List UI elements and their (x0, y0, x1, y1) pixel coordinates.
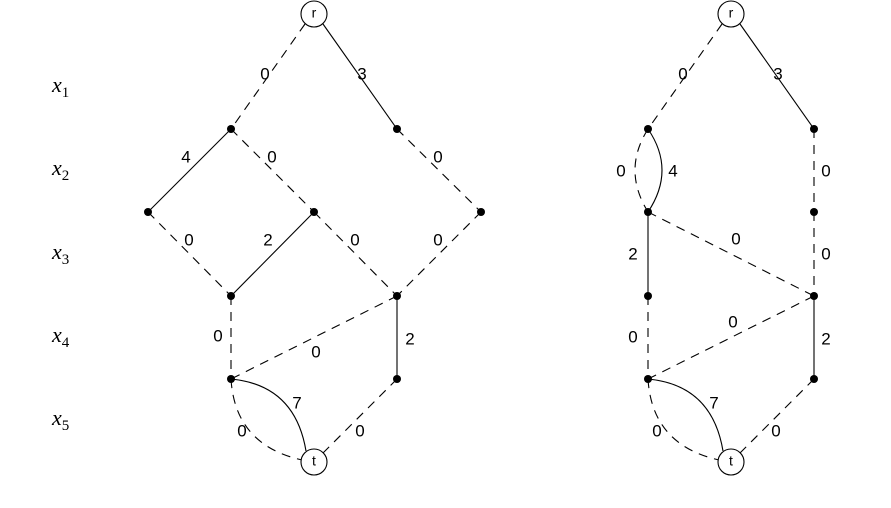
edge-weight: 0 (433, 230, 442, 249)
edge-weight: 3 (357, 64, 366, 83)
edge-weight: 7 (292, 393, 301, 412)
terminal-label: t (312, 453, 316, 469)
edge-weight: 4 (181, 147, 190, 166)
edge-weight: 0 (728, 312, 737, 331)
edge-dashed (396, 128, 482, 213)
edge-weight: 2 (821, 329, 830, 348)
node (644, 208, 652, 216)
node (644, 375, 652, 383)
edge-dashed-curve (230, 378, 303, 461)
edge-weight: 0 (678, 64, 687, 83)
terminal-node (300, 448, 328, 476)
edge-dashed-curve (634, 128, 649, 213)
node (644, 125, 652, 133)
node (644, 292, 652, 300)
var-label-x4: x4 (51, 322, 70, 351)
root-label: r (729, 5, 734, 21)
left-diagram: 0 3 4 0 0 0 2 0 0 0 0 2 7 0 0 r t (144, 0, 485, 476)
edge-weight: 0 (616, 161, 625, 180)
node (393, 375, 401, 383)
edge-solid (147, 128, 232, 213)
var-label-x2: x2 (51, 155, 69, 184)
root-node (300, 0, 328, 28)
var-label-x5: x5 (51, 405, 69, 434)
edge-weight: 0 (821, 244, 830, 263)
edge-weight: 2 (628, 244, 637, 263)
node (310, 208, 318, 216)
edge-dashed (647, 211, 815, 297)
root-node (717, 0, 745, 28)
edge-weight: 0 (355, 421, 364, 440)
edge-weight: 0 (350, 230, 359, 249)
edge-solid-curve (647, 128, 663, 213)
edge-weight: 0 (771, 421, 780, 440)
edge-weight: 4 (668, 161, 677, 180)
edge-weight: 0 (184, 230, 193, 249)
edge-weight: 0 (237, 421, 246, 440)
edge-weight: 3 (773, 64, 782, 83)
variable-labels: x1 x2 x3 x4 x5 (51, 72, 70, 434)
node (393, 125, 401, 133)
terminal-label: t (729, 453, 733, 469)
node (227, 292, 235, 300)
nodes (644, 125, 818, 383)
edge-weight: 7 (709, 393, 718, 412)
node (810, 125, 818, 133)
node (810, 375, 818, 383)
edge-dashed (647, 295, 815, 380)
edge-weight: 0 (311, 342, 320, 361)
node (227, 125, 235, 133)
edge-dashed (230, 23, 306, 130)
var-label-x1: x1 (51, 72, 69, 101)
root-label: r (312, 5, 317, 21)
edge-dashed-curve (647, 378, 720, 461)
edge-weight: 0 (731, 229, 740, 248)
edge-dashed (647, 23, 723, 130)
edge-solid-curve (230, 378, 307, 452)
right-diagram: 0 3 0 4 0 2 0 0 0 0 2 7 0 0 r t (616, 0, 831, 476)
edge-dashed (322, 378, 398, 454)
edge-weight: 2 (263, 230, 272, 249)
edge-dashed (147, 211, 232, 297)
edge-weight: 0 (213, 326, 222, 345)
edge-weight: 2 (405, 329, 414, 348)
node (810, 292, 818, 300)
edge-solid-curve (647, 378, 724, 452)
edge-weight: 0 (628, 327, 637, 346)
node (477, 208, 485, 216)
terminal-node (717, 448, 745, 476)
edge-dashed (313, 211, 398, 297)
edge-solid (230, 211, 315, 297)
node (227, 375, 235, 383)
nodes (144, 125, 485, 383)
edge-weight: 0 (821, 161, 830, 180)
edge-dashed (739, 378, 815, 454)
node (810, 208, 818, 216)
edge-dashed (230, 295, 398, 380)
edge-solid (739, 23, 815, 130)
edge-weight: 0 (260, 64, 269, 83)
edge-solid (322, 23, 398, 130)
node (144, 208, 152, 216)
node (393, 292, 401, 300)
edge-weight: 0 (267, 147, 276, 166)
edge-weight: 0 (433, 147, 442, 166)
var-label-x3: x3 (51, 239, 69, 268)
edge-dashed (396, 211, 482, 297)
edge-weight: 0 (652, 421, 661, 440)
edge-dashed (230, 128, 315, 213)
